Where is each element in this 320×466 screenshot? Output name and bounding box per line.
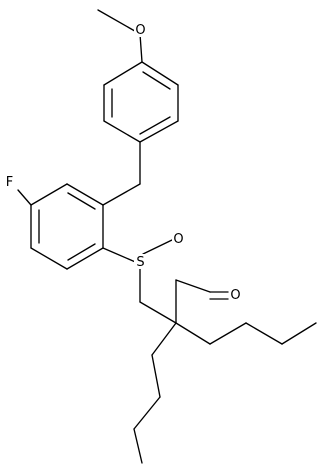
methoxy-oxygen-label: O <box>135 23 145 38</box>
fluorophenyl-ring <box>30 183 104 270</box>
c-f-bond <box>17 189 32 206</box>
methoxyphenyl-ring <box>103 61 179 143</box>
aldehyde-group <box>175 279 229 324</box>
sulfur-label: S <box>136 255 144 270</box>
benzyl-linker <box>102 141 141 206</box>
aldehyde-oxygen-label: O <box>230 288 240 303</box>
fluorine-label: F <box>6 175 13 190</box>
butyl-chain-down <box>133 322 177 464</box>
butyl-chain-right <box>175 322 317 345</box>
sulfoxide-oxygen-label: O <box>173 232 183 247</box>
sulfoxide-group <box>102 239 177 324</box>
methoxy-group <box>97 9 143 63</box>
